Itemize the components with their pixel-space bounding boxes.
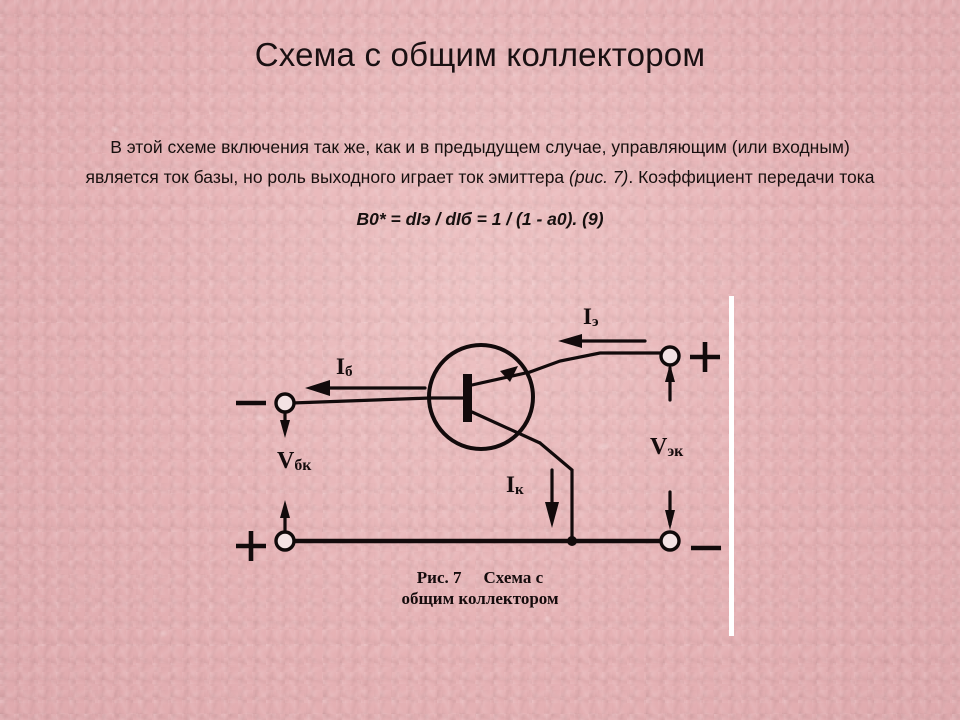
label-vbk-main: V <box>277 448 295 474</box>
terminal-node-top-right <box>659 345 681 367</box>
caption-figure-number: Рис. 7 <box>416 568 462 587</box>
right-source-arrowhead-down <box>665 510 675 530</box>
collector-wire-down <box>538 441 574 543</box>
label-current-ie: Iэ <box>583 304 599 330</box>
label-vek-main: V <box>650 434 668 460</box>
current-arrow-ie-head <box>558 334 582 348</box>
caption-line1-text: Схема с <box>483 568 544 587</box>
label-ib-subscript: б <box>344 363 353 380</box>
transistor-body-circle <box>427 343 535 451</box>
current-arrow-ib-head <box>305 380 330 396</box>
label-vbk-subscript: бк <box>294 457 312 474</box>
body-paragraph-line-1: В этой схеме включения так же, как и в п… <box>110 137 850 157</box>
right-source-arrowhead-up <box>665 364 675 382</box>
terminal-node-bottom-left <box>274 530 296 552</box>
base-wire-to-terminal <box>290 396 432 405</box>
white-vertical-divider <box>729 296 734 636</box>
left-source-arrowhead-down <box>280 420 290 438</box>
label-ie-subscript: э <box>591 313 599 330</box>
formula-equation-9: B0* = dIэ / dIб = 1 / (1 - a0). (9) <box>356 209 604 229</box>
label-ib-main: I <box>336 354 345 379</box>
label-ik-subscript: к <box>514 481 524 498</box>
label-current-ib: Iб <box>336 354 353 380</box>
caption-line2-text: общим коллектором <box>401 588 559 608</box>
transistor-base-bar <box>463 374 472 422</box>
body-line2-figure-ref: (рис. 7) <box>569 167 629 187</box>
label-vek-subscript: эк <box>667 443 684 460</box>
body-line2-segment-b: . Коэффициент передачи тока <box>628 167 875 187</box>
junction-dot-collector <box>567 536 577 546</box>
figure-caption: Рис. 7 Схема с общим коллектором <box>0 568 960 609</box>
current-arrow-ik-head <box>545 502 559 528</box>
label-voltage-vek: Vэк <box>650 435 683 459</box>
body-paragraph-line-2: является ток базы, но роль выходного игр… <box>0 167 960 188</box>
label-ik-main: I <box>506 472 515 497</box>
label-voltage-vbk: Vбк <box>277 449 311 473</box>
page-title: Схема с общим коллектором <box>254 36 706 73</box>
transistor-collector-lead <box>470 410 542 445</box>
terminal-node-top-left <box>274 392 296 414</box>
left-source-arrowhead-up <box>280 500 290 518</box>
emitter-wire-to-top-right <box>528 351 665 374</box>
transistor-emitter-lead <box>470 370 532 387</box>
terminal-node-bottom-right <box>659 530 681 552</box>
emitter-arrowhead <box>500 366 518 382</box>
label-current-ik: Iк <box>506 472 524 498</box>
label-ie-main: I <box>583 304 592 329</box>
body-line2-segment-a: является ток базы, но роль выходного игр… <box>85 167 570 187</box>
